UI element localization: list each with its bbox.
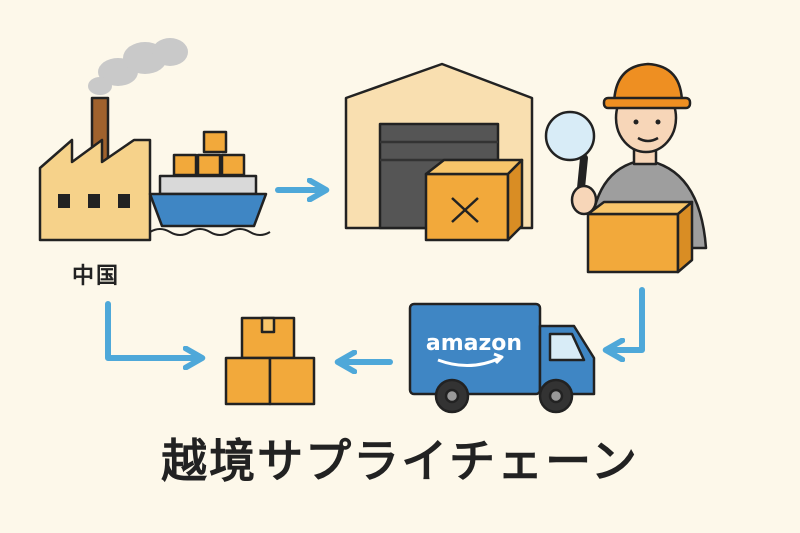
magnifier-icon bbox=[544, 110, 598, 216]
warehouse-icon bbox=[344, 62, 534, 242]
arrow-icon bbox=[105, 301, 200, 358]
arrow-icon bbox=[608, 287, 645, 350]
ship-icon bbox=[148, 130, 271, 236]
factory-icon bbox=[38, 38, 188, 242]
truck-logo-text: amazon bbox=[426, 331, 522, 356]
origin-label: 中国 bbox=[72, 264, 121, 289]
page-title: 越境サプライチェーン bbox=[161, 434, 639, 488]
inspector-icon bbox=[586, 62, 708, 274]
delivery-truck-icon bbox=[408, 302, 596, 414]
box-stack-icon bbox=[224, 316, 316, 406]
